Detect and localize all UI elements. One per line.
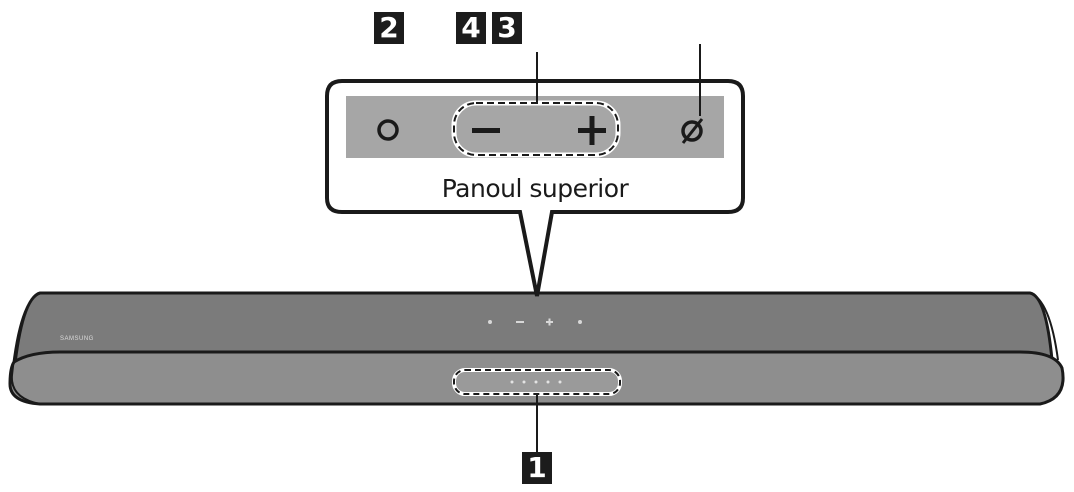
plus-icon-v bbox=[589, 116, 595, 145]
front-display-dots bbox=[510, 380, 562, 384]
soundbar-top-buttons bbox=[488, 318, 582, 326]
soundbar bbox=[8, 291, 1065, 452]
power-circle-icon bbox=[377, 119, 399, 141]
top-panel-caption: Panoul superior bbox=[441, 174, 629, 203]
callout-badge-3: 3 bbox=[492, 12, 522, 44]
callout-badge-1: 1 bbox=[522, 452, 552, 484]
soundbar-brand-logo: SAMSUNG bbox=[60, 336, 94, 342]
callout-badge-4: 4 bbox=[456, 12, 486, 44]
soundbar-left-cap bbox=[10, 292, 41, 405]
top-button-dot bbox=[578, 320, 582, 324]
source-icon-slash bbox=[681, 118, 704, 144]
minus-icon bbox=[472, 128, 500, 133]
top-button-dash bbox=[516, 321, 524, 323]
source-icon bbox=[681, 118, 704, 144]
display-dot bbox=[534, 380, 538, 384]
callout-badge-2: 2 bbox=[374, 12, 404, 44]
display-dot bbox=[510, 380, 514, 384]
display-dot bbox=[546, 380, 550, 384]
top-button-dot bbox=[488, 320, 492, 324]
display-dot bbox=[522, 380, 526, 384]
top-panel-surface bbox=[346, 96, 724, 158]
soundbar-right-cap bbox=[1029, 292, 1059, 361]
top-button-plus-v bbox=[548, 318, 551, 326]
plus-icon bbox=[578, 116, 606, 145]
top-panel-callout bbox=[325, 44, 745, 297]
source-icon-circle bbox=[681, 120, 703, 142]
display-dot bbox=[558, 380, 562, 384]
